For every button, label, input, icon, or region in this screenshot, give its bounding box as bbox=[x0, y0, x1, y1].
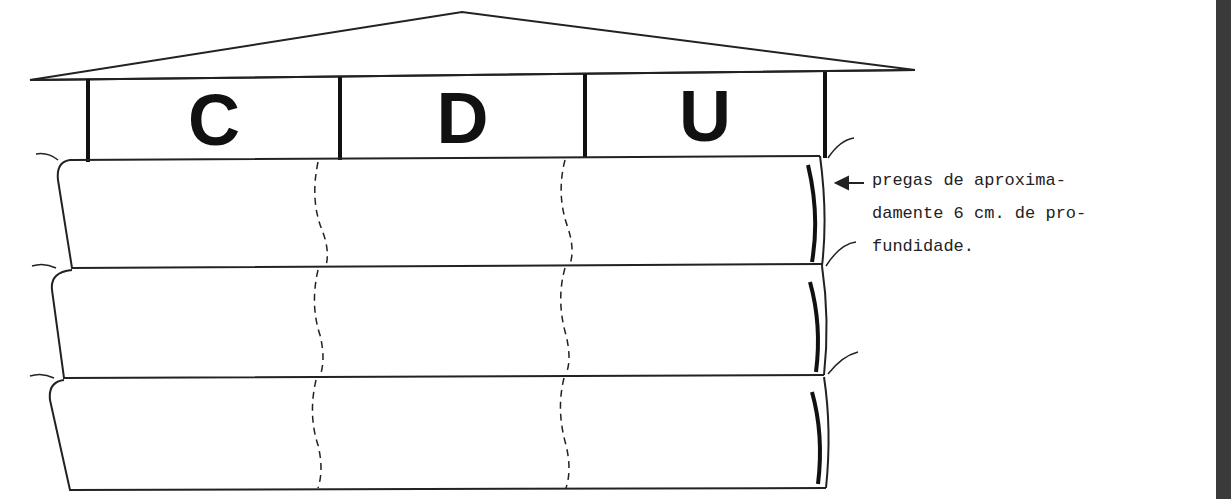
letter-box: U bbox=[587, 76, 823, 156]
scan-edge bbox=[1216, 0, 1231, 499]
box-letter: C bbox=[188, 84, 240, 156]
header-dividers bbox=[88, 72, 825, 162]
pleat-folds bbox=[808, 165, 820, 484]
roof-outline bbox=[30, 12, 915, 80]
letter-box: D bbox=[342, 78, 583, 158]
dashed-seams bbox=[312, 160, 572, 488]
pleat-rows bbox=[50, 156, 829, 490]
cords bbox=[30, 138, 858, 378]
callout-arrow bbox=[836, 177, 864, 189]
box-letter: D bbox=[437, 82, 489, 154]
box-letter: U bbox=[679, 80, 731, 152]
callout-note: pregas de aproxima- damente 6 cm. de pro… bbox=[872, 164, 1094, 263]
letter-box: C bbox=[90, 80, 338, 160]
